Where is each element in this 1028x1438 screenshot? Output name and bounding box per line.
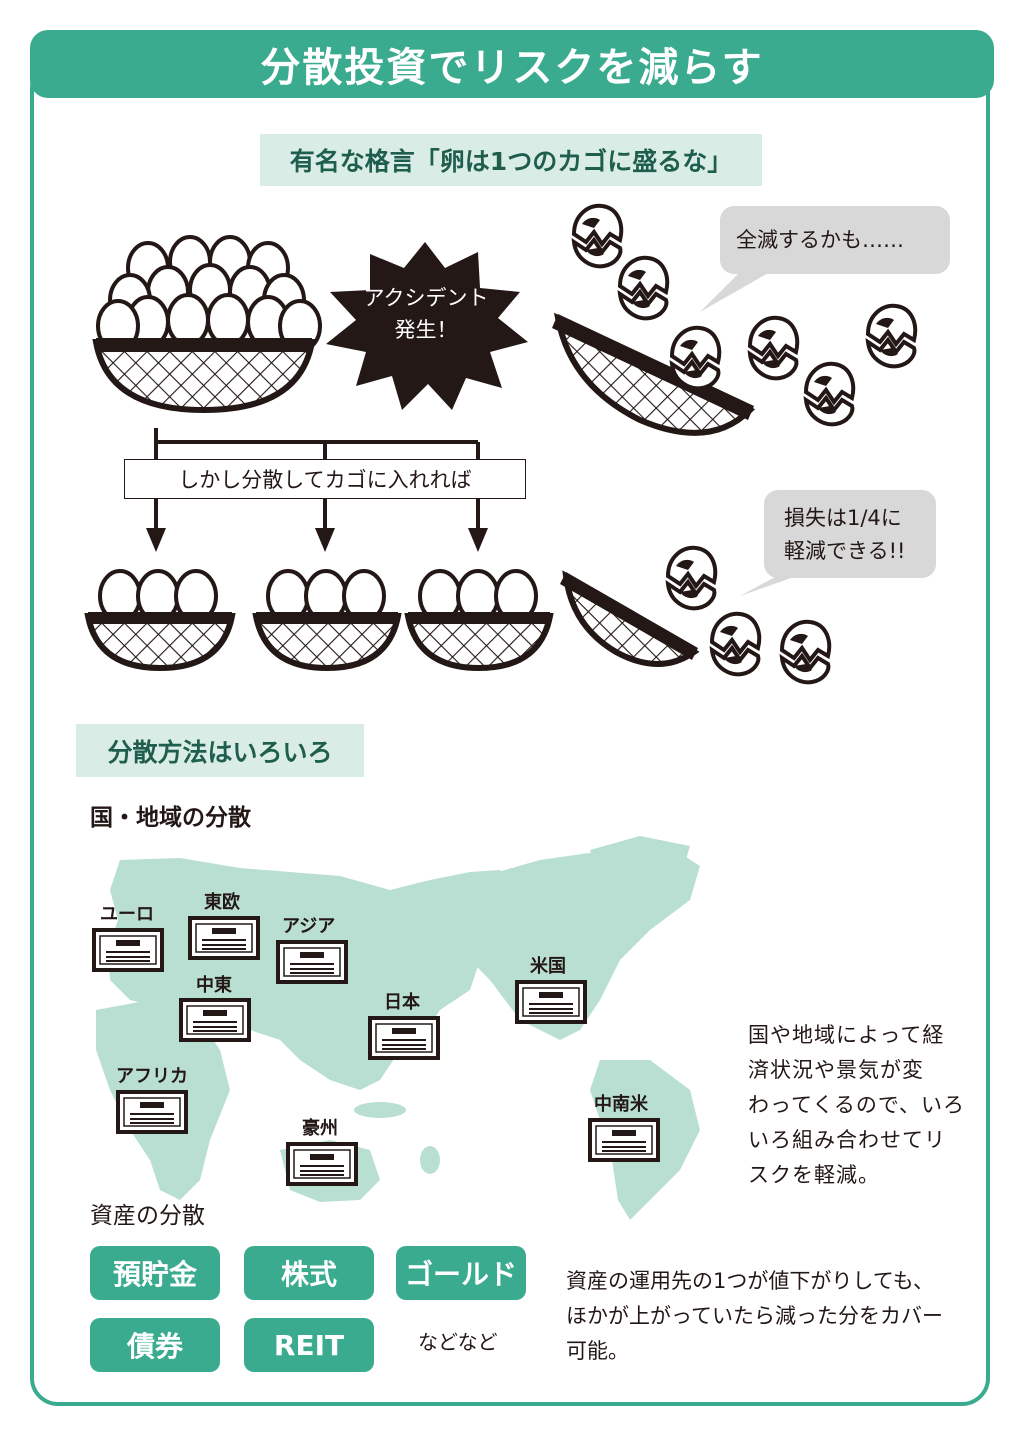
split-label: しかし分散してカゴに入れれば	[124, 459, 526, 499]
small-basket-1	[84, 569, 236, 672]
bubble-quarter-loss: 損失は1/4に 軽減できる!!	[764, 490, 936, 578]
asset-deposits: 預貯金	[90, 1246, 220, 1300]
region-label-latin-america: 中南米	[594, 1094, 648, 1115]
proverb-heading: 有名な格言「卵は1つのカゴに盛るな」	[260, 134, 762, 186]
pin-euro	[92, 928, 164, 972]
region-heading: 国・地域の分散	[90, 805, 251, 831]
asset-stocks: 株式	[244, 1246, 374, 1300]
small-tipped-basket	[560, 570, 700, 667]
accident-label: アクシデント 発生！	[363, 286, 489, 342]
assets-etc: などなど	[418, 1330, 498, 1354]
pin-asia	[276, 940, 348, 984]
small-basket-3	[404, 569, 554, 672]
pin-latin-america	[588, 1118, 660, 1162]
asset-reit: REIT	[244, 1318, 374, 1372]
pin-africa	[116, 1090, 188, 1134]
pin-middle-east	[179, 998, 251, 1042]
full-basket	[92, 235, 322, 414]
pin-australia	[286, 1142, 358, 1186]
small-basket-2	[252, 569, 402, 672]
region-label-middle-east: 中東	[196, 975, 232, 996]
region-label-africa: アフリカ	[116, 1066, 188, 1087]
tipped-basket	[552, 312, 756, 436]
pin-usa	[515, 980, 587, 1024]
region-label-australia: 豪州	[302, 1118, 338, 1139]
region-description: 国や地域によって経 済状況や景気が変 わってくるので、いろ いろ組み合わせてリ …	[748, 1023, 966, 1187]
region-label-usa: 米国	[530, 956, 566, 977]
asset-description: 資産の運用先の1つが値下がりしても、 ほかが上がっていたら減った分をカバー 可能…	[566, 1269, 943, 1363]
bubble-tail-top	[700, 272, 770, 312]
region-label-japan: 日本	[384, 992, 420, 1013]
asset-bonds: 債券	[90, 1318, 220, 1372]
asset-gold: ゴールド	[396, 1246, 526, 1300]
pin-japan	[368, 1016, 440, 1060]
region-label-eastern-europe: 東欧	[204, 892, 240, 913]
region-label-euro: ユーロ	[100, 904, 154, 925]
page-title: 分散投資でリスクを減らす	[30, 30, 994, 98]
bubble-total-loss: 全滅するかも……	[720, 206, 950, 274]
pin-eastern-europe	[188, 916, 260, 960]
accident-burst	[326, 242, 528, 410]
methods-heading: 分散方法はいろいろ	[76, 724, 364, 777]
region-label-asia: アジア	[282, 916, 336, 937]
asset-heading: 資産の分散	[90, 1203, 205, 1229]
